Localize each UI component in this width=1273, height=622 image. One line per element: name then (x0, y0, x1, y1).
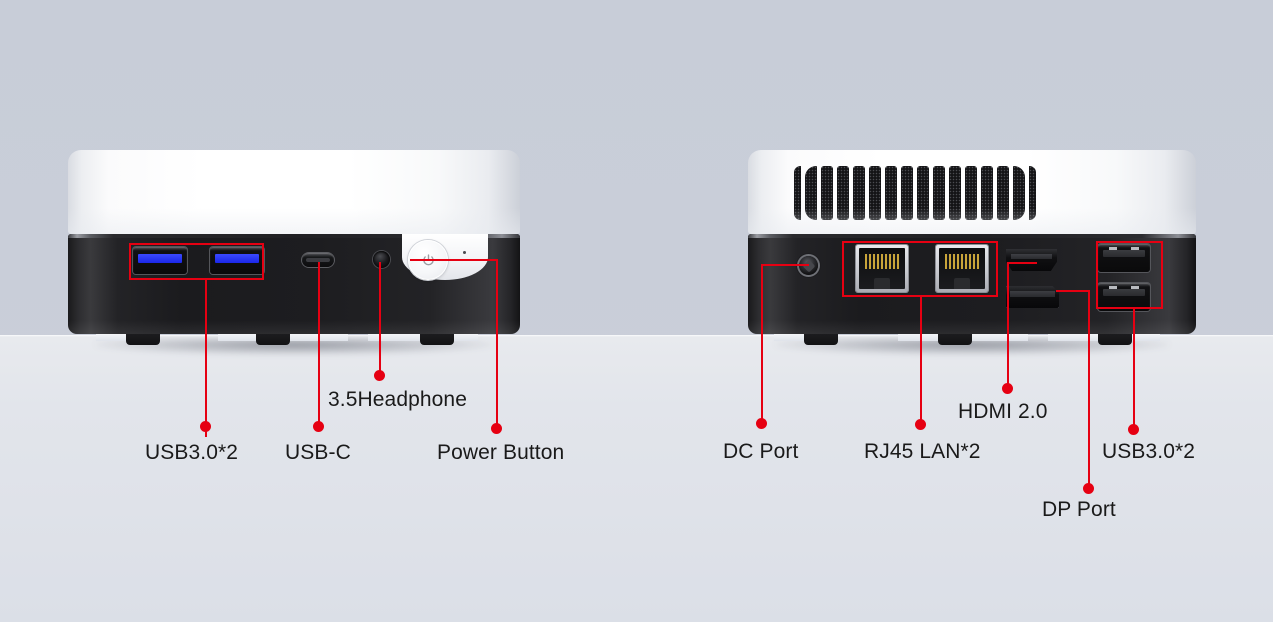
rear-bottom-sheen (748, 320, 1196, 334)
callout-label-rj45: RJ45 LAN*2 (864, 440, 981, 463)
callout-line-dc-vertical (761, 264, 763, 425)
callout-label-usb3-front: USB3.0*2 (145, 441, 239, 464)
device-shadow-front (95, 339, 493, 355)
callout-dot-usb-c (313, 421, 324, 432)
front-bottom-sheen (68, 320, 520, 334)
callout-dot-power (491, 423, 502, 434)
usb-port-tongue (138, 254, 182, 263)
callout-label-usb3-rear: USB3.0*2 (1102, 440, 1196, 463)
headphone-jack[interactable] (373, 251, 390, 268)
front-top-shell (68, 150, 520, 234)
rj45-pins (865, 253, 899, 270)
callout-line-power-vertical (496, 259, 498, 431)
front-feet-group (68, 334, 520, 346)
callout-line-hdmi-vertical (1007, 262, 1009, 389)
vent-slot (917, 166, 929, 220)
rj45-lan-port-left[interactable] (856, 245, 908, 292)
callout-label-dc: DC Port (723, 440, 799, 463)
usb-3-0-port-left[interactable] (133, 247, 187, 274)
callout-label-hdmi: HDMI 2.0 (958, 400, 1048, 423)
usb-port-tongue (1103, 247, 1145, 258)
callout-line-dp-horizontal (1056, 290, 1090, 292)
rear-chrome-trim (748, 234, 1196, 238)
callout-label-headphone: 3.5Headphone (328, 388, 467, 411)
vent-slot (805, 166, 817, 220)
vent-slot (794, 166, 801, 220)
vent-slot (837, 166, 849, 220)
callout-label-usb-c: USB-C (285, 441, 351, 464)
callout-line-usb3-rear (1133, 309, 1135, 431)
usb-3-0-port-right[interactable] (210, 247, 264, 274)
power-icon (422, 253, 434, 265)
vent-slot (965, 166, 977, 220)
surface-edge-highlight (0, 335, 1273, 337)
rj45-notch (953, 277, 971, 289)
callout-line-power-horizontal (410, 259, 498, 261)
hdmi-port[interactable] (1006, 249, 1057, 271)
surface-floor (0, 335, 1273, 622)
vent-slot (933, 166, 945, 220)
rj45-pins (945, 253, 979, 270)
device-foot (804, 334, 838, 345)
callout-line-usb3-front (205, 280, 207, 437)
rear-feet-group (748, 334, 1196, 346)
callout-line-dc-horizontal (761, 264, 809, 266)
displayport-port[interactable] (1006, 286, 1059, 308)
vent-slot (885, 166, 897, 220)
ventilation-grille (794, 166, 1150, 220)
callout-label-dp: DP Port (1042, 498, 1116, 521)
status-led (463, 251, 466, 254)
callout-line-rj45 (920, 297, 922, 426)
mini-pc-front-device (68, 150, 520, 355)
rj45-notch (873, 277, 891, 289)
device-shadow-rear (774, 339, 1170, 355)
vent-slot (981, 166, 993, 220)
rj45-cavity (939, 248, 985, 289)
device-foot (256, 334, 290, 345)
callout-line-usb-c (318, 262, 320, 427)
vent-slot (901, 166, 913, 220)
callout-label-power: Power Button (437, 441, 565, 464)
device-foot (1098, 334, 1132, 345)
mini-pc-rear-device (748, 150, 1196, 355)
usb-port-tongue (215, 254, 259, 263)
rj45-cavity (859, 248, 905, 289)
vent-slot (853, 166, 865, 220)
usb-port-tongue (1103, 286, 1145, 297)
foot-shine (96, 334, 152, 341)
callout-dot-dp (1083, 483, 1094, 494)
usb-c-port[interactable] (302, 253, 334, 267)
callout-line-hdmi-horizontal (1007, 262, 1037, 264)
device-foot (420, 334, 454, 345)
vent-slot (869, 166, 881, 220)
callout-dot-usb3-rear (1128, 424, 1139, 435)
usb-3-0-port-top[interactable] (1098, 244, 1150, 272)
callout-dot-dc (756, 418, 767, 429)
callout-dot-hdmi (1002, 383, 1013, 394)
vent-slot (997, 166, 1009, 220)
usb-3-0-port-bottom[interactable] (1098, 283, 1150, 311)
callout-line-dp-vertical (1088, 290, 1090, 490)
vent-slot (821, 166, 833, 220)
device-foot (126, 334, 160, 345)
vent-slot (1013, 166, 1025, 220)
front-chrome-trim (68, 234, 520, 238)
callout-dot-usb3-front (200, 421, 211, 432)
callout-dot-headphone (374, 370, 385, 381)
vent-slot (949, 166, 961, 220)
device-foot (938, 334, 972, 345)
rear-top-shell (748, 150, 1196, 234)
callout-line-headphone (379, 262, 381, 376)
vent-slot (1029, 166, 1036, 220)
callout-dot-rj45 (915, 419, 926, 430)
rj45-lan-port-right[interactable] (936, 245, 988, 292)
